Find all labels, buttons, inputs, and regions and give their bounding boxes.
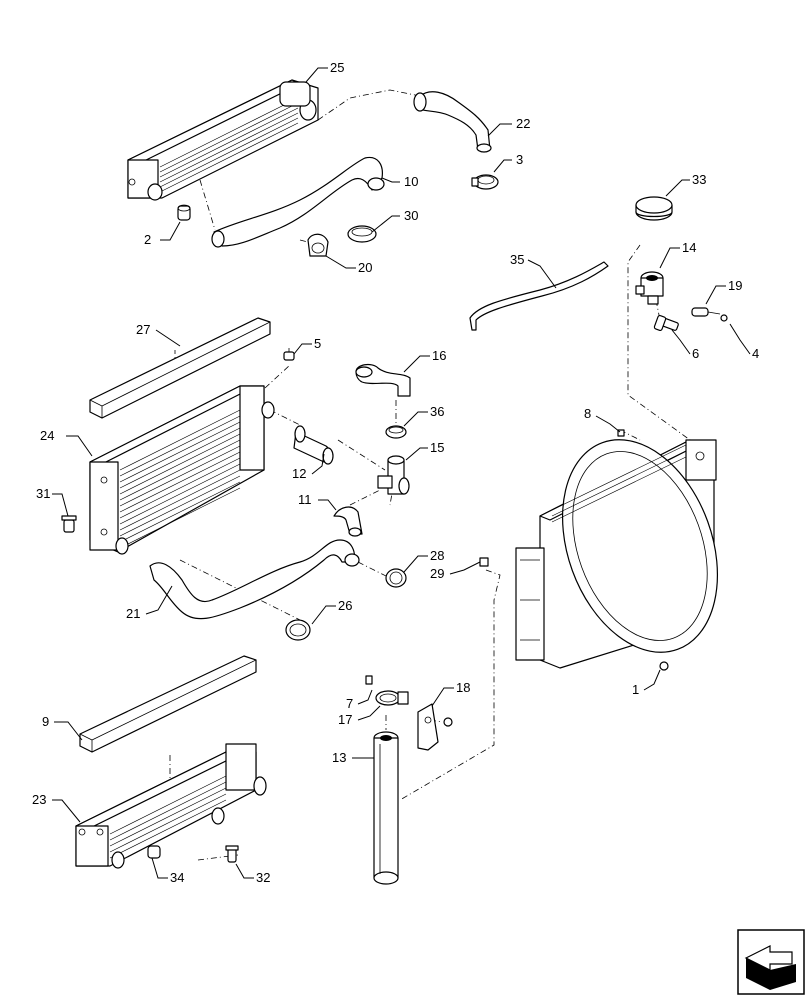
callout-3: 3 <box>516 152 523 167</box>
callout-19: 19 <box>728 278 742 293</box>
radiator <box>89 385 275 555</box>
callout-6: 6 <box>692 346 699 361</box>
callout-8: 8 <box>584 406 591 421</box>
hose-clamp-36 <box>385 425 407 439</box>
fan-shroud <box>515 439 719 671</box>
callout-13: 13 <box>332 750 346 765</box>
callout-1: 1 <box>632 682 639 697</box>
callout-7: 7 <box>346 696 353 711</box>
hose-clamp-28 <box>385 568 407 588</box>
bracket-bolt <box>283 348 295 361</box>
callout-32: 32 <box>256 870 270 885</box>
overflow-tube <box>469 261 609 331</box>
callout-36: 36 <box>430 404 444 419</box>
hose-fitting <box>691 307 728 322</box>
shroud-bolt-29 <box>479 557 489 567</box>
callout-25: 25 <box>330 60 344 75</box>
charge-air-cooler <box>127 79 319 201</box>
callout-labels: 25 22 3 10 30 2 20 33 14 35 19 4 6 5 27 … <box>32 60 759 885</box>
callout-22: 22 <box>516 116 530 131</box>
callout-12: 12 <box>292 466 306 481</box>
tube-clamp <box>375 690 409 706</box>
callout-26: 26 <box>338 598 352 613</box>
callout-14: 14 <box>682 240 696 255</box>
small-clamp <box>177 204 191 221</box>
tee-fitting <box>377 455 410 495</box>
callout-35: 35 <box>510 252 524 267</box>
support-bracket <box>417 703 453 751</box>
callout-27: 27 <box>136 322 150 337</box>
callout-29: 29 <box>430 566 444 581</box>
callout-24: 24 <box>40 428 54 443</box>
bolt <box>653 315 679 331</box>
hose-clamp-26 <box>285 619 311 641</box>
callout-21: 21 <box>126 606 140 621</box>
band-clamp <box>347 225 377 243</box>
callout-5: 5 <box>314 336 321 351</box>
callout-28: 28 <box>430 548 444 563</box>
short-hose <box>293 425 334 465</box>
leader-lines <box>52 67 751 879</box>
callout-2: 2 <box>144 232 151 247</box>
saddle-clamp <box>307 233 329 257</box>
callout-10: 10 <box>404 174 418 189</box>
drain-valve <box>61 515 77 533</box>
coolant-hose-long <box>211 156 385 248</box>
callout-16: 16 <box>432 348 446 363</box>
callout-9: 9 <box>42 714 49 729</box>
arrow-icon[interactable] <box>737 929 805 995</box>
callout-20: 20 <box>358 260 372 275</box>
callout-33: 33 <box>692 172 706 187</box>
receiver-tube <box>373 731 399 885</box>
foam-seal-upper <box>89 317 271 419</box>
hose-clamp <box>471 174 499 190</box>
callout-30: 30 <box>404 208 418 223</box>
callout-11: 11 <box>298 492 312 507</box>
oil-cooler <box>75 743 267 869</box>
elbow-hose-11 <box>333 506 363 537</box>
clamp-bolt <box>365 675 373 685</box>
elbow-hose <box>355 363 411 397</box>
adapter-fitting <box>147 845 161 859</box>
callout-31: 31 <box>36 486 50 501</box>
callout-34: 34 <box>170 870 184 885</box>
shroud-bolt <box>617 429 625 437</box>
callout-18: 18 <box>456 680 470 695</box>
foam-seal-lower <box>79 655 257 753</box>
filler-neck <box>635 271 664 305</box>
callout-15: 15 <box>430 440 444 455</box>
radiator-cap <box>635 196 673 221</box>
callout-4: 4 <box>752 346 759 361</box>
callout-23: 23 <box>32 792 46 807</box>
intake-hose <box>413 91 492 153</box>
mounting-bolt <box>225 845 239 863</box>
lower-radiator-hose <box>149 539 360 620</box>
callout-17: 17 <box>338 712 352 727</box>
